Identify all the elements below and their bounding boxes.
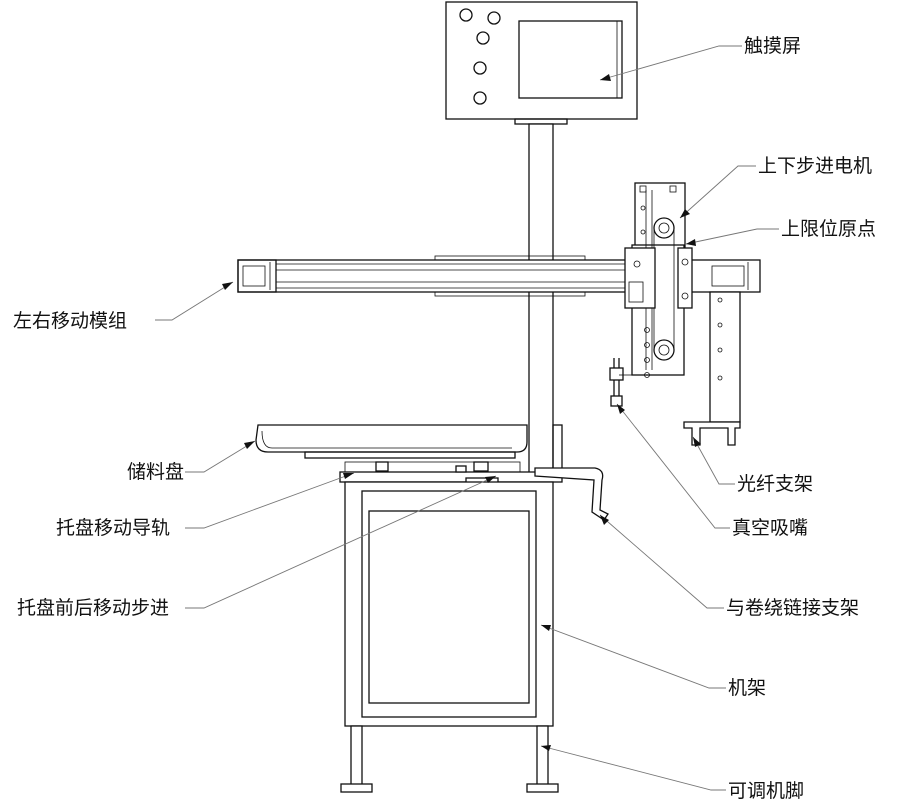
horizontal-rail-module — [237, 255, 761, 297]
label-updown-stepper-motor: 上下步进电机 — [758, 155, 872, 177]
label-tray-guide-rail: 托盘移动导轨 — [56, 517, 170, 539]
label-storage-tray: 储料盘 — [127, 461, 184, 483]
label-upper-limit-origin: 上限位原点 — [781, 218, 876, 240]
label-left-right-module: 左右移动模组 — [13, 310, 127, 332]
button-icon — [473, 61, 487, 75]
machine-frame — [344, 481, 554, 727]
label-frame: 机架 — [728, 677, 766, 699]
storage-tray — [255, 424, 528, 473]
label-touchscreen: 触摸屏 — [744, 35, 801, 57]
label-winding-link-bracket: 与卷绕链接支架 — [726, 597, 859, 619]
vacuum-nozzle — [609, 358, 632, 407]
button-icon — [487, 11, 501, 25]
button-icon — [476, 31, 490, 45]
winding-link-bracket — [534, 467, 609, 521]
label-adjustable-feet: 可调机脚 — [728, 780, 804, 802]
label-tray-fb-stepper: 托盘前后移动步进 — [17, 597, 169, 619]
leader-lines — [155, 45, 779, 791]
label-fiber-bracket: 光纤支架 — [737, 473, 813, 495]
label-vacuum-nozzle: 真空吸嘴 — [732, 517, 808, 539]
touchscreen-housing — [445, 1, 638, 125]
z-carriage — [624, 182, 693, 378]
fiber-bracket — [683, 291, 741, 446]
button-icon — [459, 8, 473, 22]
support-column — [528, 123, 563, 477]
button-icon — [473, 91, 487, 105]
adjustable-feet — [340, 725, 559, 793]
